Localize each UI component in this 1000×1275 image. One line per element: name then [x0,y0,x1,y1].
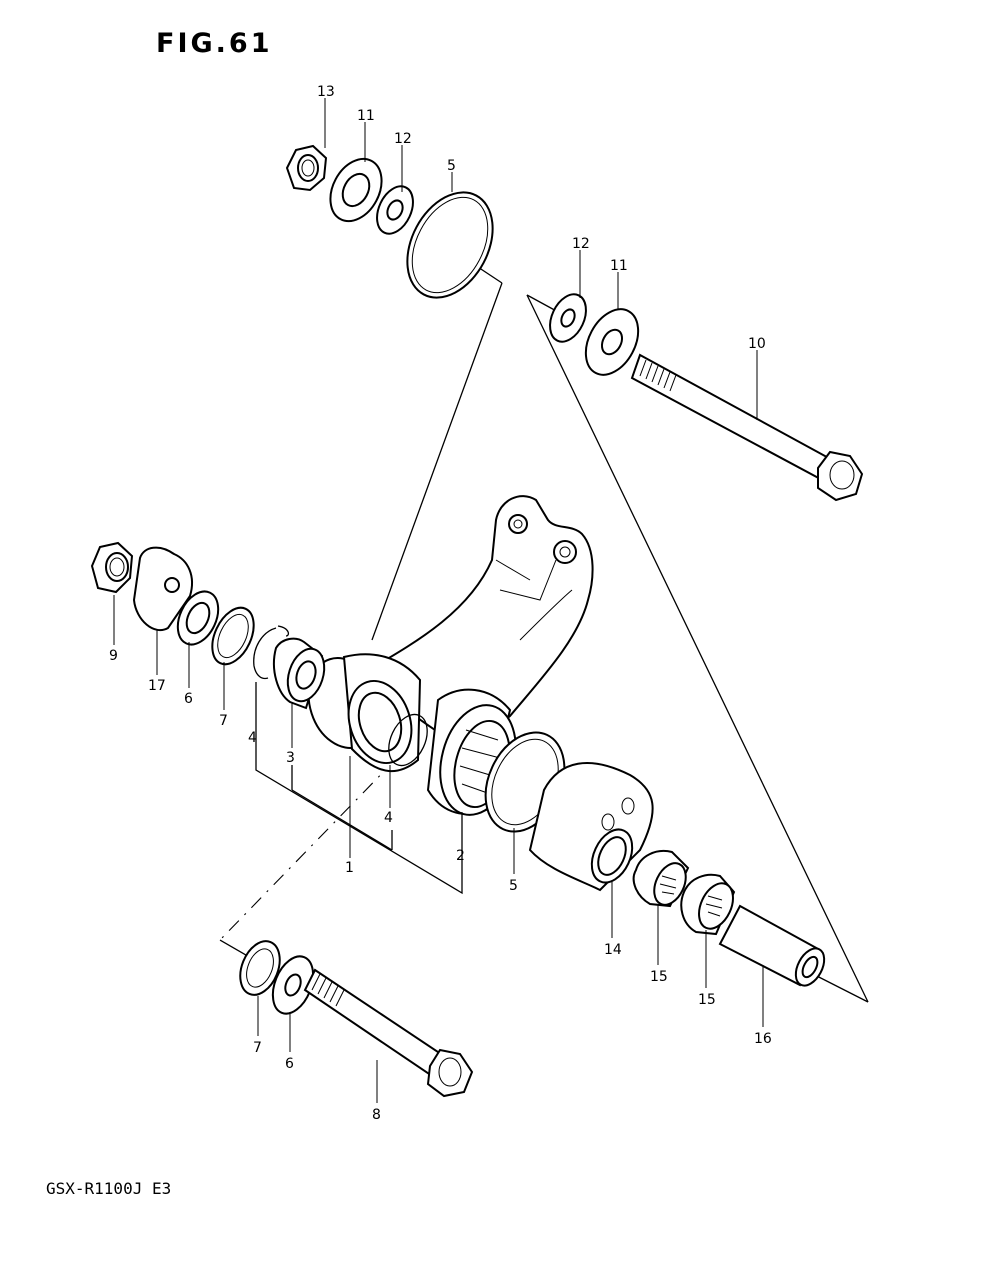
callout-3: 3 [286,750,295,766]
bearing-3 [272,637,326,710]
circlip-4-center [388,713,428,767]
washer-6-left [176,590,220,646]
callout-5-lower: 5 [509,878,518,894]
callout-15-a: 15 [650,969,668,985]
washer-12-top [376,185,414,235]
model-code: GSX-R1100J E3 [46,1179,172,1198]
callout-12-right: 12 [572,236,590,252]
callout-8: 8 [372,1107,381,1123]
callout-6-left: 6 [184,691,193,707]
callout-labels: 13 11 12 5 12 11 10 9 17 6 7 4 3 4 1 2 5… [109,84,772,1123]
callout-2: 2 [456,848,465,864]
callout-11-top: 11 [357,108,375,124]
leader-lines [113,98,764,1103]
washer-6-lower [271,955,315,1015]
callout-6-lower: 6 [285,1056,294,1072]
callout-16: 16 [754,1031,772,1047]
callout-15-b: 15 [698,992,716,1008]
callout-12-top: 12 [394,131,412,147]
plate-17 [132,546,193,631]
bolt-10 [630,353,864,502]
bolt-8 [303,968,474,1098]
callout-5-top: 5 [447,158,456,174]
callout-17: 17 [148,678,166,694]
callout-4-left: 4 [248,730,257,746]
circlip-4-left [253,625,290,680]
callout-10: 10 [748,336,766,352]
washer-11-top [329,157,383,223]
figure-title: FIG.61 [156,28,273,59]
seal-5-top [406,191,494,299]
callout-13-top: 13 [317,84,335,100]
spacer-14 [528,762,654,892]
callout-7-left: 7 [219,713,228,729]
collar-16 [718,904,826,987]
nut-9 [90,541,134,594]
washer-7-lower [239,940,281,996]
washer-11-right [584,308,640,376]
callout-4-center: 4 [384,810,393,826]
callout-7-lower: 7 [253,1040,262,1056]
nut-13-top [285,144,328,192]
bearing-15-b [680,873,736,936]
washer-7-left [211,606,255,666]
washer-12-right [549,293,587,343]
callout-9: 9 [109,648,118,664]
callout-1: 1 [345,860,354,876]
bearing-15-a [632,850,690,908]
callout-11-right: 11 [610,258,628,274]
callout-14: 14 [604,942,622,958]
